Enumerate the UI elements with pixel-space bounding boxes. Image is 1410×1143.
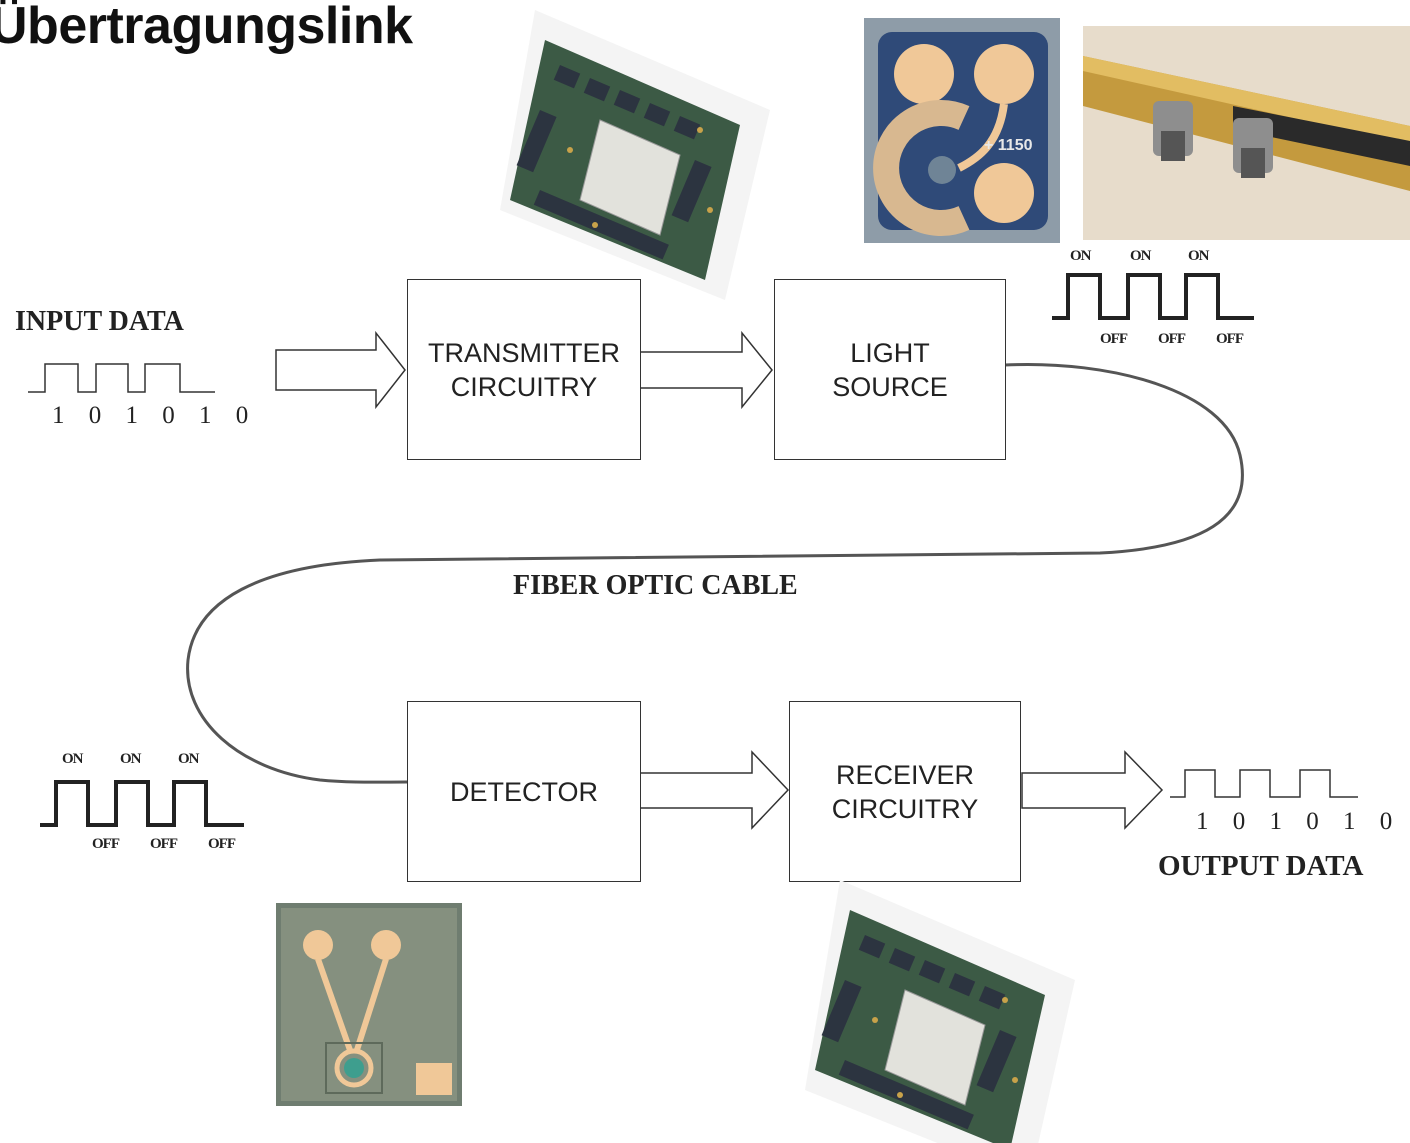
detector-pulse-wave [40, 780, 244, 827]
detector-block: DETECTOR [407, 701, 641, 882]
input-square-wave [28, 363, 215, 393]
arrow-receiver-to-output [1021, 750, 1164, 830]
transmitter-circuitry-block: TRANSMITTER CIRCUITRY [407, 279, 641, 460]
on-label: ON [1188, 248, 1209, 264]
transceiver-module-photo [1083, 26, 1410, 240]
light-source-chip-photo: + 1150 [864, 18, 1060, 243]
off-label: OFF [1100, 331, 1128, 347]
input-data-label: INPUT DATA [15, 306, 184, 337]
output-data-label: OUTPUT DATA [1158, 850, 1364, 882]
led-chip-label: + 1150 [984, 137, 1033, 154]
arrow-detector-to-receiver [639, 750, 790, 830]
on-label: ON [1130, 248, 1151, 264]
off-label: OFF [1216, 331, 1244, 347]
output-square-wave [1170, 769, 1358, 798]
circuit-board-photo-bottom [805, 880, 1075, 1143]
input-bits: 1 0 1 0 1 0 [52, 402, 258, 429]
detector-chip-photo [276, 903, 462, 1106]
detector-label: DETECTOR [449, 776, 598, 807]
off-label: OFF [1158, 331, 1186, 347]
light-source-label: LIGHT SOURCE [832, 337, 948, 402]
light-source-pulse-wave [1052, 273, 1254, 320]
output-bits: 1 0 1 0 1 0 [1196, 808, 1402, 835]
on-label: ON [1070, 248, 1091, 264]
arrow-input-to-transmitter [275, 330, 406, 410]
circuit-board-photo-top [500, 10, 770, 300]
light-source-block: LIGHT SOURCE [774, 279, 1006, 460]
fiber-optic-cable-label: FIBER OPTIC CABLE [513, 570, 798, 601]
transmitter-circuitry-label: TRANSMITTER CIRCUITRY [428, 337, 620, 402]
on-label: ON [178, 751, 199, 767]
fiber-optic-cable-line [186, 362, 1244, 784]
receiver-circuitry-label: RECEIVER CIRCUITRY [831, 759, 979, 824]
on-label: ON [120, 751, 141, 767]
on-label: ON [62, 751, 83, 767]
receiver-circuitry-block: RECEIVER CIRCUITRY [789, 701, 1021, 882]
off-label: OFF [92, 836, 120, 852]
slide-title: Übertragungslink [0, 0, 413, 55]
off-label: OFF [208, 836, 236, 852]
arrow-transmitter-to-light-source [639, 330, 773, 410]
off-label: OFF [150, 836, 178, 852]
